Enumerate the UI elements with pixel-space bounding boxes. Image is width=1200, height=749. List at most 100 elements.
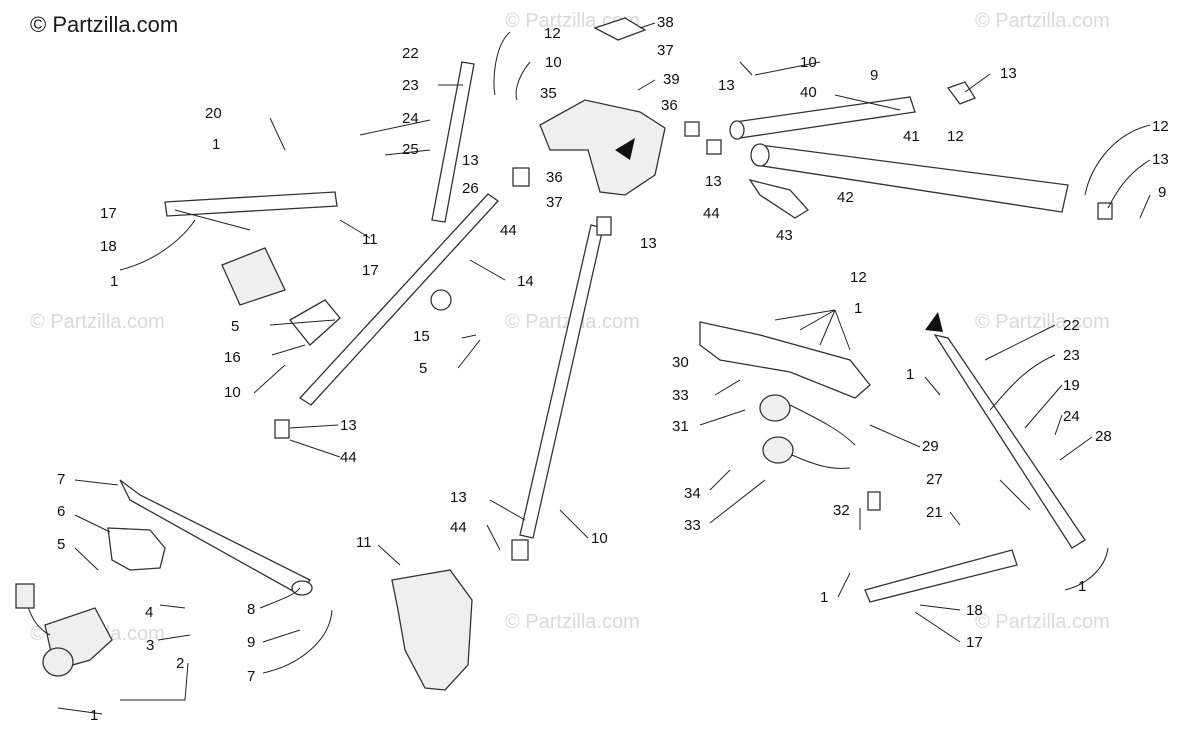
part-15 [430, 289, 452, 311]
tube-14 [298, 193, 499, 406]
callout-1: 1 [90, 707, 98, 724]
clamp-13-upper [512, 167, 530, 187]
callout-18: 18 [100, 238, 117, 255]
frame-30 [699, 321, 871, 399]
clamp-13-a [684, 121, 700, 137]
watermark: © Partzilla.com [505, 611, 640, 633]
callout-1: 1 [820, 589, 828, 606]
clamp-13-lower [511, 539, 529, 561]
callout-7: 7 [247, 668, 255, 685]
callout-12: 12 [947, 128, 964, 145]
callout-14: 14 [517, 273, 534, 290]
callout-2: 2 [176, 655, 184, 672]
callout-30: 30 [672, 354, 689, 371]
callout-37: 37 [546, 194, 563, 211]
clamp-13-b [706, 139, 722, 155]
callout-3: 3 [146, 637, 154, 654]
callout-7: 7 [57, 471, 65, 488]
callout-41: 41 [903, 128, 920, 145]
callout-labels: 38 12 37 22 10 39 10 9 13 23 35 36 13 40… [57, 14, 1169, 724]
callout-13: 13 [705, 173, 722, 190]
callout-10: 10 [545, 54, 562, 71]
callout-40: 40 [800, 84, 817, 101]
callout-28: 28 [1095, 428, 1112, 445]
callout-34: 34 [684, 485, 701, 502]
callout-24: 24 [1063, 408, 1080, 425]
callout-33: 33 [684, 517, 701, 534]
watermark: © Partzilla.com [975, 611, 1110, 633]
callout-1: 1 [854, 300, 862, 317]
callout-5: 5 [57, 536, 65, 553]
callout-11: 11 [362, 231, 378, 248]
callout-9: 9 [247, 634, 255, 651]
actuator-motor [42, 647, 74, 677]
callout-21: 21 [926, 504, 943, 521]
callout-6: 6 [57, 503, 65, 520]
callout-5: 5 [419, 360, 427, 377]
coil-31-a [759, 394, 791, 422]
callout-12: 12 [850, 269, 867, 286]
callout-44: 44 [340, 449, 357, 466]
bracket-23-right [933, 334, 1086, 549]
engine-assembly [391, 569, 473, 691]
callout-24: 24 [402, 110, 419, 127]
bracket-6 [107, 527, 166, 571]
callout-12: 12 [1152, 118, 1169, 135]
callout-17: 17 [966, 634, 983, 651]
callout-13: 13 [1152, 151, 1169, 168]
callout-17: 17 [362, 262, 379, 279]
callout-11: 11 [356, 534, 372, 551]
callout-38: 38 [657, 14, 674, 31]
clamp-13-top [946, 81, 976, 105]
bracket-16 [289, 299, 341, 346]
spring-38 [593, 17, 647, 41]
callout-23: 23 [1063, 347, 1080, 364]
callout-44: 44 [450, 519, 467, 536]
callout-31: 31 [672, 418, 689, 435]
callout-35: 35 [540, 85, 557, 102]
callout-42: 42 [837, 189, 854, 206]
callout-32: 32 [833, 502, 850, 519]
callout-4: 4 [145, 604, 153, 621]
callout-10: 10 [800, 54, 817, 71]
callout-16: 16 [224, 349, 241, 366]
callout-44: 44 [703, 205, 720, 222]
leader-lines [57, 22, 1151, 715]
callout-10: 10 [224, 384, 241, 401]
callout-13: 13 [718, 77, 735, 94]
bracket-18-right [864, 549, 1018, 603]
callout-9: 9 [1158, 184, 1166, 201]
coil-31-b [762, 436, 794, 464]
connector-block [221, 247, 286, 306]
watermark: © Partzilla.com [30, 311, 165, 333]
bracket-23-left [431, 61, 475, 223]
callout-1: 1 [906, 366, 914, 383]
watermark: © Partzilla.com [975, 10, 1110, 32]
callout-26: 26 [462, 180, 479, 197]
tube-40-end [729, 120, 745, 140]
column-head-35 [539, 99, 666, 196]
vertical-tube [519, 224, 604, 539]
tube-41 [755, 144, 1069, 213]
callout-36: 36 [661, 97, 678, 114]
callout-36: 36 [546, 169, 563, 186]
callout-13: 13 [462, 152, 479, 169]
callout-23: 23 [402, 77, 419, 94]
tube-40 [734, 96, 916, 139]
callout-10: 10 [591, 530, 608, 547]
callout-17: 17 [100, 205, 117, 222]
callout-1: 1 [1078, 578, 1086, 595]
callout-22: 22 [402, 45, 419, 62]
connector [15, 583, 35, 609]
bracket-42 [748, 178, 810, 219]
callout-12: 12 [544, 25, 561, 42]
callout-22: 22 [1063, 317, 1080, 334]
callout-15: 15 [413, 328, 430, 345]
part-drawings [15, 17, 1113, 691]
clamp-13-mid [596, 216, 612, 236]
partzilla-logo-text: © Partzilla.com [30, 12, 179, 37]
tube-41-end [750, 143, 770, 167]
watermark: © Partzilla.com [975, 311, 1110, 333]
arrow-marker [615, 138, 635, 160]
